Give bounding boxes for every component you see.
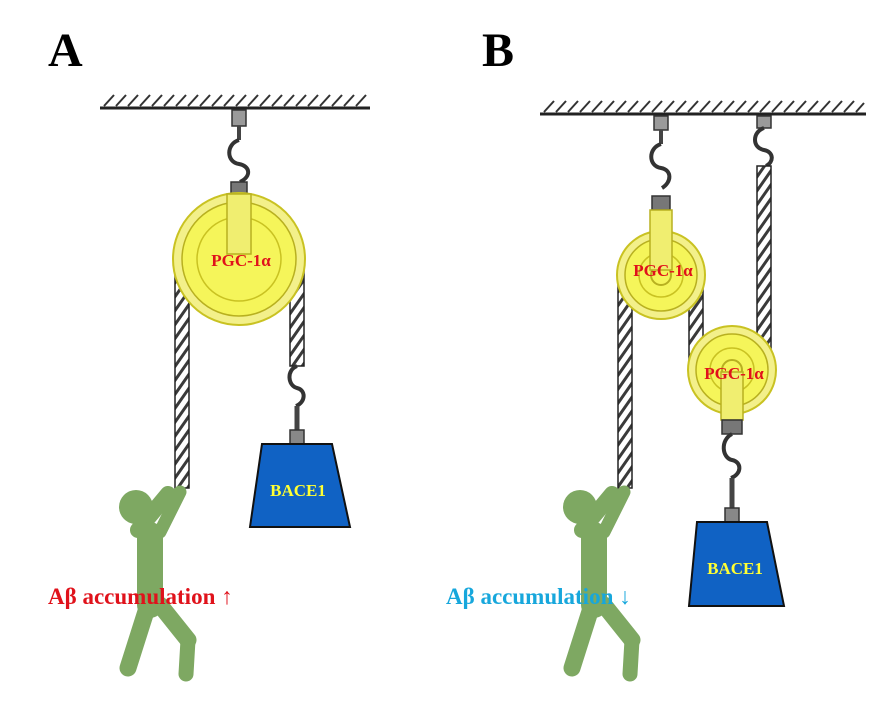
weight-icon <box>687 521 786 607</box>
pulley-icon <box>172 192 306 326</box>
rope-icon <box>617 165 772 489</box>
weight-label: BACE1 <box>270 481 326 500</box>
hook-icon <box>287 364 306 445</box>
panel-b: B <box>446 24 866 682</box>
hook-icon <box>753 115 774 168</box>
pulley-bottom-label: PGC-1α <box>704 364 764 383</box>
caption-decrease: Aβ accumulation ↓ <box>446 584 631 609</box>
pulley-icon <box>687 325 777 421</box>
panel-a: A <box>48 24 370 682</box>
hook-icon <box>721 419 743 523</box>
weight-icon <box>248 443 352 528</box>
caption-increase: Aβ accumulation ↑ <box>48 584 233 609</box>
ceiling-hatch-icon <box>540 100 866 116</box>
panel-b-label: B <box>482 24 514 77</box>
ceiling-hatch-icon <box>100 94 370 110</box>
person-pulling-icon <box>563 485 641 682</box>
panel-a-label: A <box>48 24 83 77</box>
hook-icon <box>227 109 251 197</box>
pulley-label: PGC-1α <box>211 251 271 270</box>
person-pulling-icon <box>119 485 197 682</box>
pulley-icon <box>616 209 706 320</box>
pulley-top-label: PGC-1α <box>633 261 693 280</box>
hook-icon <box>649 115 672 211</box>
weight-label: BACE1 <box>707 559 763 578</box>
